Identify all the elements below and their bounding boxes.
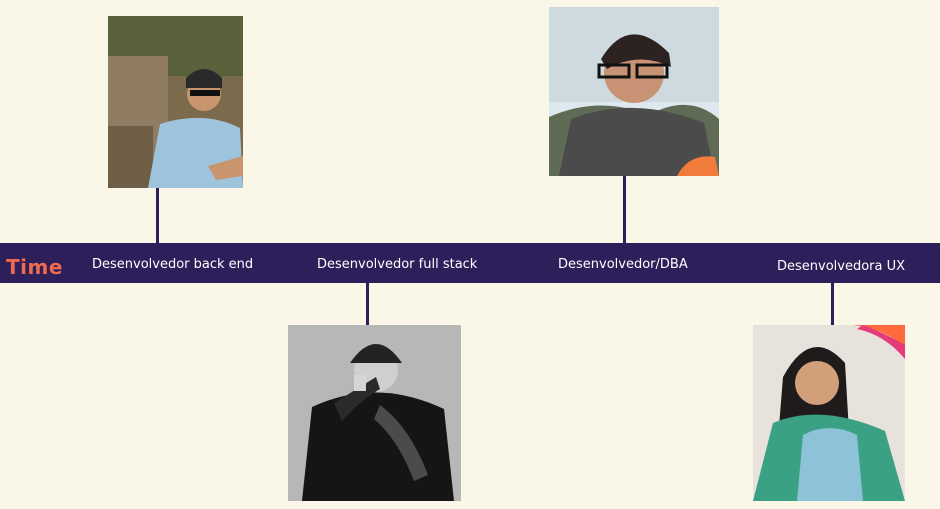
connector-ux xyxy=(831,283,834,325)
person-on-rocks-photo xyxy=(108,16,243,188)
person-smiling-photo xyxy=(549,7,719,176)
timeline-band xyxy=(0,243,940,283)
connector-back-end xyxy=(156,187,159,243)
connector-dba xyxy=(623,176,626,243)
role-label-back-end: Desenvolvedor back end xyxy=(92,257,254,272)
role-label-full-stack: Desenvolvedor full stack xyxy=(317,257,478,272)
role-label-ux: Desenvolvedora UX xyxy=(777,259,906,274)
person-drinking-photo xyxy=(288,325,461,501)
role-label-dba: Desenvolvedor/DBA xyxy=(558,257,688,272)
connector-full-stack xyxy=(366,283,369,325)
timeline-title: Time xyxy=(6,255,63,279)
woman-smiling-photo xyxy=(753,325,905,501)
